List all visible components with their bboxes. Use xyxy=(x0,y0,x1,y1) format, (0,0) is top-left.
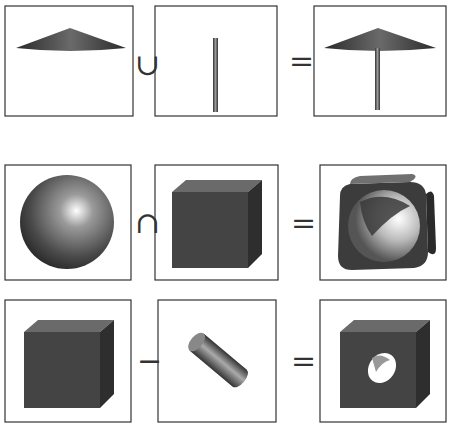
panel-frame xyxy=(5,6,133,116)
panel-frame xyxy=(155,6,277,116)
cube xyxy=(172,180,262,268)
canopy-cone xyxy=(16,28,126,51)
panel-frame xyxy=(5,300,131,422)
equals-sign: = xyxy=(289,46,314,76)
panel-frame xyxy=(320,300,446,422)
cylinder xyxy=(185,330,251,391)
equals-sign: = xyxy=(291,346,316,376)
intersection-operator: ∩ xyxy=(135,208,160,238)
stick-cylinder xyxy=(213,38,218,112)
panel-frame xyxy=(314,6,446,116)
panel-frame xyxy=(5,165,131,280)
intersection-solid xyxy=(338,174,436,270)
cube xyxy=(24,320,114,408)
umbrella-canopy xyxy=(324,28,436,51)
panel-frame xyxy=(158,300,276,422)
panel-frames xyxy=(5,6,446,422)
difference-operator: − xyxy=(137,346,162,376)
union-operator: ∪ xyxy=(135,50,160,80)
equals-sign: = xyxy=(291,208,316,238)
panel-frame xyxy=(155,165,278,280)
sphere xyxy=(20,175,114,269)
umbrella-stick xyxy=(375,48,380,110)
drilled-cube xyxy=(340,320,430,408)
panel-frame xyxy=(320,165,446,280)
